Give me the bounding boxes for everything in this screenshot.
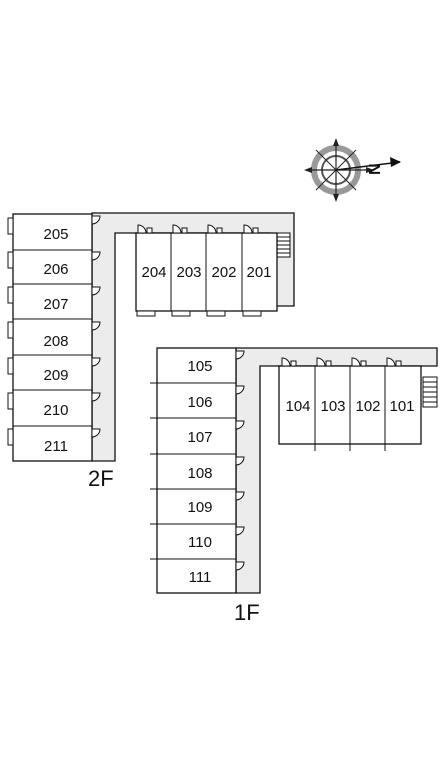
floor-2-north-block	[135, 224, 278, 317]
unit-207: 207	[43, 296, 68, 313]
floor-1: 105 106 107 108 109 110 111 104 103 102	[150, 347, 438, 594]
floor-1-label: 1F	[234, 600, 260, 625]
unit-208: 208	[43, 333, 68, 350]
compass-rose-icon	[304, 138, 401, 202]
floor-2-label: 2F	[88, 466, 114, 491]
unit-110: 110	[188, 534, 212, 551]
unit-205: 205	[43, 226, 68, 243]
unit-204: 204	[141, 264, 166, 281]
unit-202: 202	[211, 264, 236, 281]
unit-107: 107	[187, 429, 212, 446]
unit-209: 209	[43, 367, 68, 384]
unit-106: 106	[187, 394, 212, 411]
floor-1-west-block	[150, 347, 245, 594]
unit-105: 105	[187, 358, 212, 375]
unit-103: 103	[320, 398, 345, 415]
unit-201: 201	[246, 264, 271, 281]
floor-1-staircase	[422, 376, 438, 408]
unit-111: 111	[189, 569, 212, 586]
north-label: N	[367, 163, 384, 175]
unit-101: 101	[389, 398, 414, 415]
unit-210: 210	[43, 402, 68, 419]
unit-211: 211	[44, 438, 68, 455]
floor-2-staircase	[275, 232, 291, 258]
unit-102: 102	[355, 398, 380, 415]
floor-2: 205 206 207 208 209 210 211 204 203	[7, 212, 295, 462]
floor-2-west-block	[7, 213, 101, 462]
unit-109: 109	[187, 499, 212, 516]
unit-104: 104	[285, 398, 310, 415]
floor-1-north-block	[278, 357, 422, 451]
unit-108: 108	[187, 465, 212, 482]
unit-203: 203	[176, 264, 201, 281]
unit-206: 206	[43, 261, 68, 278]
